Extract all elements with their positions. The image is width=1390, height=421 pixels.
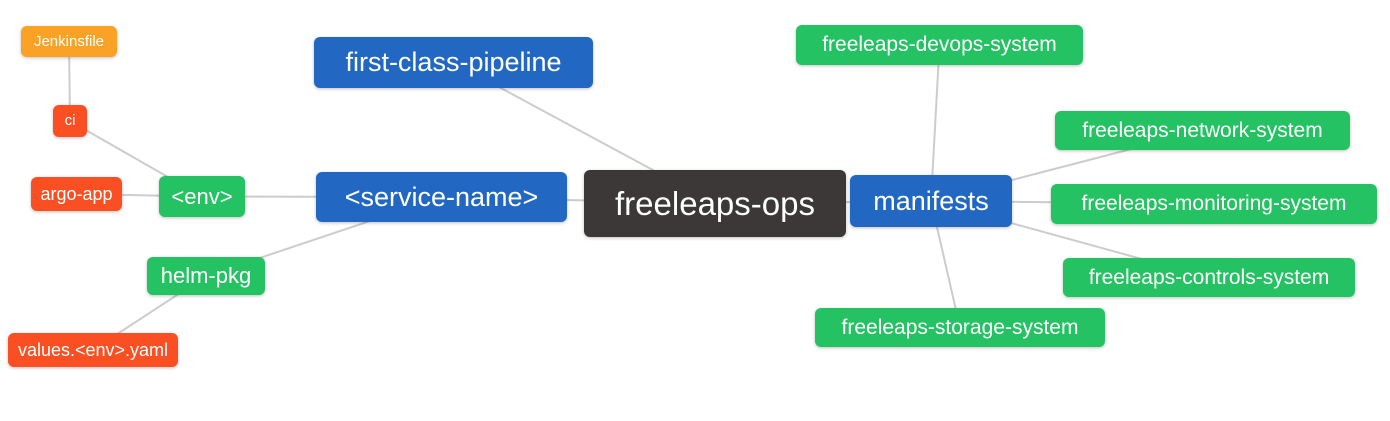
node-monitoring-system[interactable]: freeleaps-monitoring-system: [1051, 184, 1377, 224]
node-network-system[interactable]: freeleaps-network-system: [1055, 111, 1350, 150]
node-argo-app[interactable]: argo-app: [31, 177, 122, 211]
node-env[interactable]: <env>: [159, 176, 245, 217]
node-jenkinsfile[interactable]: Jenkinsfile: [21, 26, 117, 57]
node-values-env-yaml[interactable]: values.<env>.yaml: [8, 333, 178, 367]
node-ci[interactable]: ci: [53, 105, 87, 137]
node-service-name[interactable]: <service-name>: [316, 172, 567, 222]
node-helm-pkg[interactable]: helm-pkg: [147, 257, 265, 295]
node-controls-system[interactable]: freeleaps-controls-system: [1063, 258, 1355, 297]
node-storage-system[interactable]: freeleaps-storage-system: [815, 308, 1105, 347]
node-first-class-pipeline[interactable]: first-class-pipeline: [314, 37, 593, 88]
node-devops-system[interactable]: freeleaps-devops-system: [796, 25, 1083, 65]
node-freeleaps-ops[interactable]: freeleaps-ops: [584, 170, 846, 237]
node-manifests[interactable]: manifests: [850, 175, 1012, 227]
